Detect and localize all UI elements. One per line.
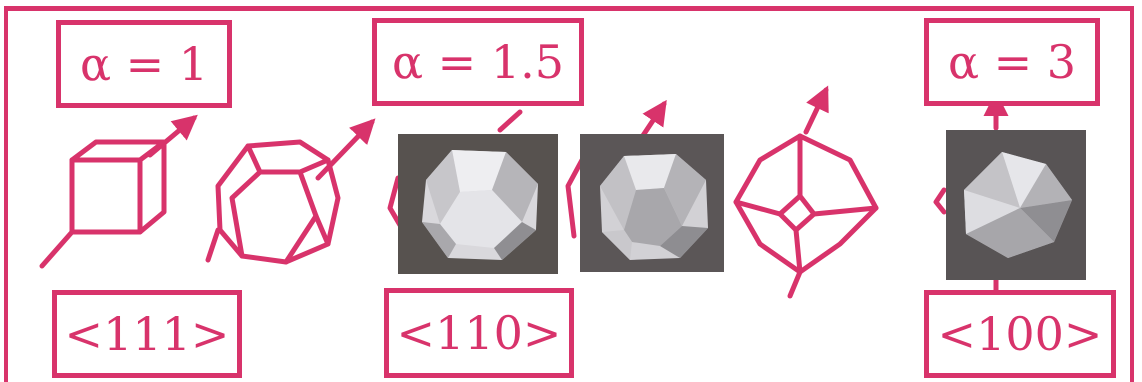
alpha-label-3: α = 3 xyxy=(924,18,1100,106)
cube-sketch xyxy=(42,118,194,266)
arrow-stub-1 xyxy=(500,112,520,130)
crystal-photo-octahedron xyxy=(946,130,1086,280)
crystal-photo-rhombic-dodecahedron-2 xyxy=(580,134,724,272)
octahedron-sketch xyxy=(736,90,876,296)
cuboctahedron-sketch xyxy=(208,122,372,262)
alpha-label-1: α = 1 xyxy=(56,20,232,108)
direction-label-100: <100> xyxy=(924,290,1116,378)
alpha-label-1-5: α = 1.5 xyxy=(372,18,584,106)
direction-label-111: <111> xyxy=(52,290,242,378)
partial-sketch-right xyxy=(936,190,944,212)
crystal-photo-rhombic-dodecahedron-1 xyxy=(398,134,558,274)
direction-label-110: <110> xyxy=(384,288,574,378)
